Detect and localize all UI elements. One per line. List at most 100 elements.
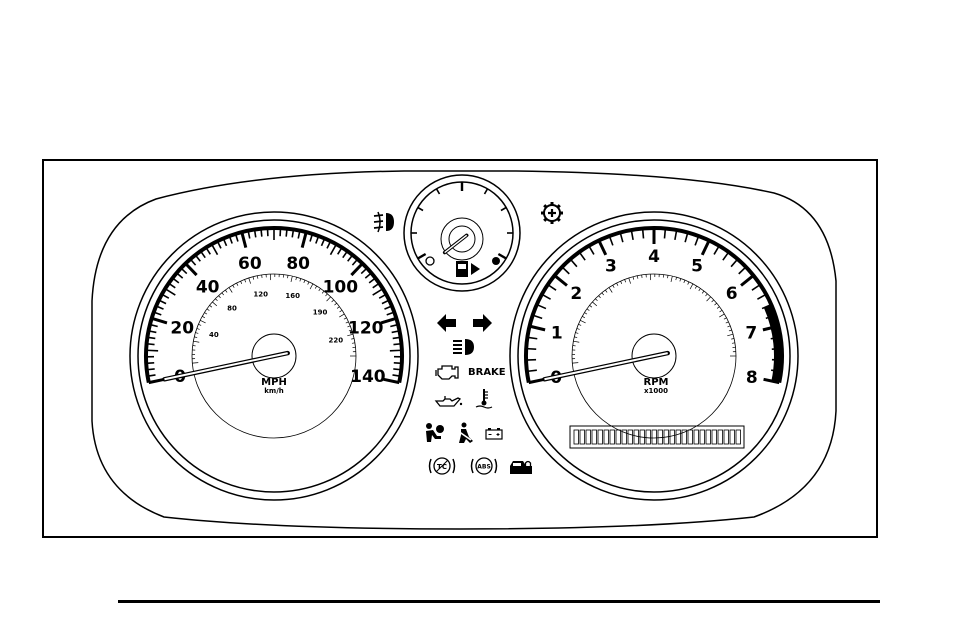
tachometer-tick <box>553 274 568 287</box>
kmh-tick <box>206 308 210 311</box>
mph-label-80: 80 <box>286 254 310 274</box>
driver-info-display-cell <box>591 429 597 445</box>
speedometer-unit-kmh: km/h <box>264 387 284 395</box>
fuel-tick <box>497 252 507 260</box>
kmh-tick <box>240 280 243 285</box>
tachometer-inner-tick <box>716 306 720 309</box>
tachometer-inner-tick <box>675 277 677 281</box>
gear-tooth <box>543 217 548 222</box>
kmh-tick <box>336 306 340 309</box>
check-engine-icon <box>435 365 459 380</box>
tachometer-tick <box>630 229 634 241</box>
mph-label-140: 140 <box>350 367 386 387</box>
tachometer-inner-tick <box>725 321 729 324</box>
speedometer-tick <box>234 233 239 242</box>
tachometer-unit-x1000: x1000 <box>644 387 668 395</box>
driver-info-display-cell <box>597 429 603 445</box>
traction-control-label: TC <box>437 463 447 471</box>
tachometer-tick <box>569 258 578 268</box>
tachometer-inner-tick <box>572 362 579 364</box>
oil-pressure-icon <box>434 396 463 407</box>
driver-info-display <box>569 425 745 449</box>
brake-warning-label: BRAKE <box>468 367 506 378</box>
fuel-tick <box>435 188 441 195</box>
abs-warning-icon: ABS <box>470 457 498 475</box>
tachometer-inner-tick <box>636 275 639 279</box>
kmh-tick <box>326 296 331 302</box>
tachometer-inner-tick <box>683 279 686 283</box>
tachometer-tick <box>730 258 739 268</box>
speedometer-tick <box>329 243 338 256</box>
speedometer-tick <box>390 323 399 328</box>
tachometer-inner-tick <box>592 301 598 307</box>
driver-info-display-cell <box>717 429 723 445</box>
rpm-label-6: 6 <box>726 284 738 304</box>
kmh-tick <box>232 284 235 288</box>
gear-tooth <box>556 204 561 209</box>
tachometer-inner-tick <box>723 317 727 320</box>
driver-info-display-cell <box>573 429 579 445</box>
speedometer-tick <box>205 247 211 255</box>
tachometer-tick <box>674 229 678 241</box>
tachometer-inner-tick <box>598 295 601 299</box>
speedometer-tick <box>194 254 201 262</box>
kmh-label-160: 160 <box>285 292 300 300</box>
battery-charging-icon <box>485 428 503 440</box>
kmh-tick <box>200 319 206 324</box>
kmh-tick <box>221 292 225 296</box>
tachometer: 0 1 2 3 4 5 6 7 8 RPM x1000 <box>509 211 799 501</box>
tachometer-inner-tick <box>719 313 725 318</box>
driver-info-display-cell <box>687 429 693 445</box>
kmh-tick <box>334 302 337 306</box>
tachometer-inner-tick <box>698 288 701 292</box>
speedometer-tick <box>351 258 359 266</box>
kmh-tick <box>314 285 318 289</box>
kmh-tick <box>347 333 354 337</box>
speedometer-tick <box>309 233 314 242</box>
tachometer-tick <box>547 283 557 291</box>
kmh-tick <box>196 328 200 330</box>
fuel-empty-marker <box>425 256 435 266</box>
mph-label-40: 40 <box>196 278 220 298</box>
tachometer-inner-tick <box>574 336 578 338</box>
kmh-tick <box>215 298 218 302</box>
speedometer-tick <box>180 267 188 275</box>
kmh-tick <box>256 275 259 279</box>
tachometer-inner-tick <box>727 325 731 328</box>
tachometer-tick <box>528 377 545 385</box>
cluster-bezel <box>91 170 837 530</box>
tachometer-inner-tick <box>584 312 588 315</box>
speedometer-tick <box>161 293 170 299</box>
tachometer-tick <box>761 303 772 310</box>
tachometer-inner-tick <box>624 279 627 283</box>
tachometer-inner-tick <box>628 277 631 284</box>
tachometer-tick <box>526 369 537 373</box>
speedometer-tick <box>155 305 164 310</box>
driver-info-display-cell <box>609 429 615 445</box>
traction-control-icon: TC <box>428 457 456 475</box>
tachometer-inner-tick <box>711 299 715 303</box>
rpm-label-2: 2 <box>570 284 582 304</box>
instrument-cluster-frame: 0 20 40 60 80 100 120 140 40 80 120 160 … <box>42 159 878 538</box>
tachometer-tick <box>561 266 570 275</box>
coolant-temperature-icon <box>475 389 493 409</box>
speedometer-tick <box>391 330 400 334</box>
kmh-tick <box>209 305 213 308</box>
high-beam-icon <box>453 339 474 355</box>
speedometer-tick <box>383 377 400 385</box>
speedometer-tick <box>148 330 157 334</box>
driver-info-display-segments <box>573 429 741 445</box>
driver-info-display-cell <box>663 429 669 445</box>
tachometer-inner-tick <box>605 289 608 293</box>
tachometer-inner-tick <box>576 328 580 330</box>
kmh-tick <box>325 293 328 297</box>
kmh-tick <box>236 282 239 286</box>
instrument-cluster: 0 20 40 60 80 100 120 140 40 80 120 160 … <box>91 170 837 530</box>
tachometer-tick <box>762 324 779 332</box>
fuel-tick <box>417 206 424 212</box>
tachometer-inner-tick <box>589 305 593 308</box>
kmh-tick <box>331 299 335 303</box>
kmh-label-120: 120 <box>253 290 268 298</box>
tachometer-inner-tick <box>582 316 586 319</box>
tachometer-tick <box>536 303 547 310</box>
